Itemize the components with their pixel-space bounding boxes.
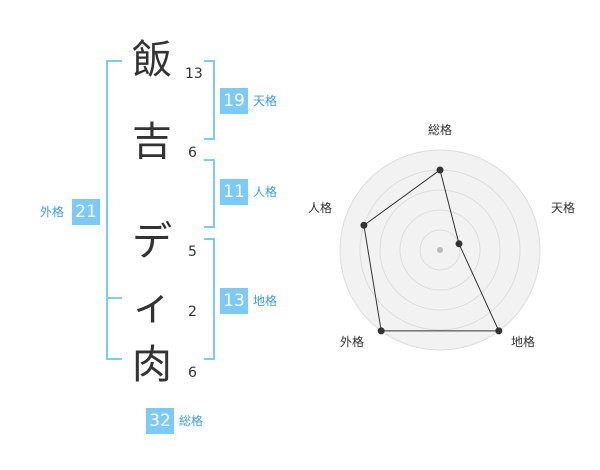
radar-label-tenkaku: 天格 [551, 201, 576, 215]
radar-label-chikaku: 地格 [511, 335, 536, 349]
radar-label-jinkaku: 人格 [308, 201, 333, 215]
radar-point-chikaku [495, 327, 503, 335]
name-char-4: ィ [132, 283, 172, 329]
chikaku-label: 地格 [253, 294, 278, 308]
radar-point-tenkaku [455, 240, 463, 248]
radar-ring-2 [399, 209, 481, 291]
bracket-gaikaku [106, 60, 122, 360]
name-char-2: 吉 [132, 119, 172, 165]
bracket-chikaku [204, 238, 215, 360]
name-char-1: 飯 [132, 37, 172, 83]
stroke-count-2: 6 [188, 145, 197, 161]
stroke-count-3: 5 [188, 244, 197, 260]
radar-ring-1 [419, 229, 461, 271]
stroke-count-4: 2 [188, 304, 197, 320]
radar-ring-5 [339, 149, 541, 351]
chikaku-value: 13 [220, 288, 248, 314]
gaikaku-value: 21 [72, 199, 100, 225]
name-char-3: デ [132, 219, 172, 265]
gaikaku-label: 外格 [40, 205, 65, 219]
tenkaku-label: 天格 [253, 94, 278, 108]
soukaku-label: 総格 [179, 414, 204, 428]
soukaku-value: 32 [146, 408, 174, 434]
jinkaku-value: 11 [220, 179, 248, 205]
name-char-5: 肉 [132, 342, 172, 388]
stroke-count-1: 13 [185, 66, 203, 82]
bracket-tenkaku [204, 60, 215, 140]
radar-center-dot [437, 247, 443, 253]
radar-point-jinkaku [360, 221, 368, 229]
tenkaku-value: 19 [220, 88, 248, 114]
bracket-jinkaku [204, 159, 215, 228]
stroke-count-5: 6 [188, 365, 197, 381]
radar-label-soukaku: 総格 [428, 123, 453, 137]
radar-point-soukaku [436, 166, 444, 174]
radar-label-gaikaku: 外格 [340, 335, 365, 349]
radar-point-gaikaku [377, 327, 385, 335]
radar-ring-3 [379, 189, 501, 311]
jinkaku-label: 人格 [253, 185, 278, 199]
radar-polygon [363, 169, 500, 332]
